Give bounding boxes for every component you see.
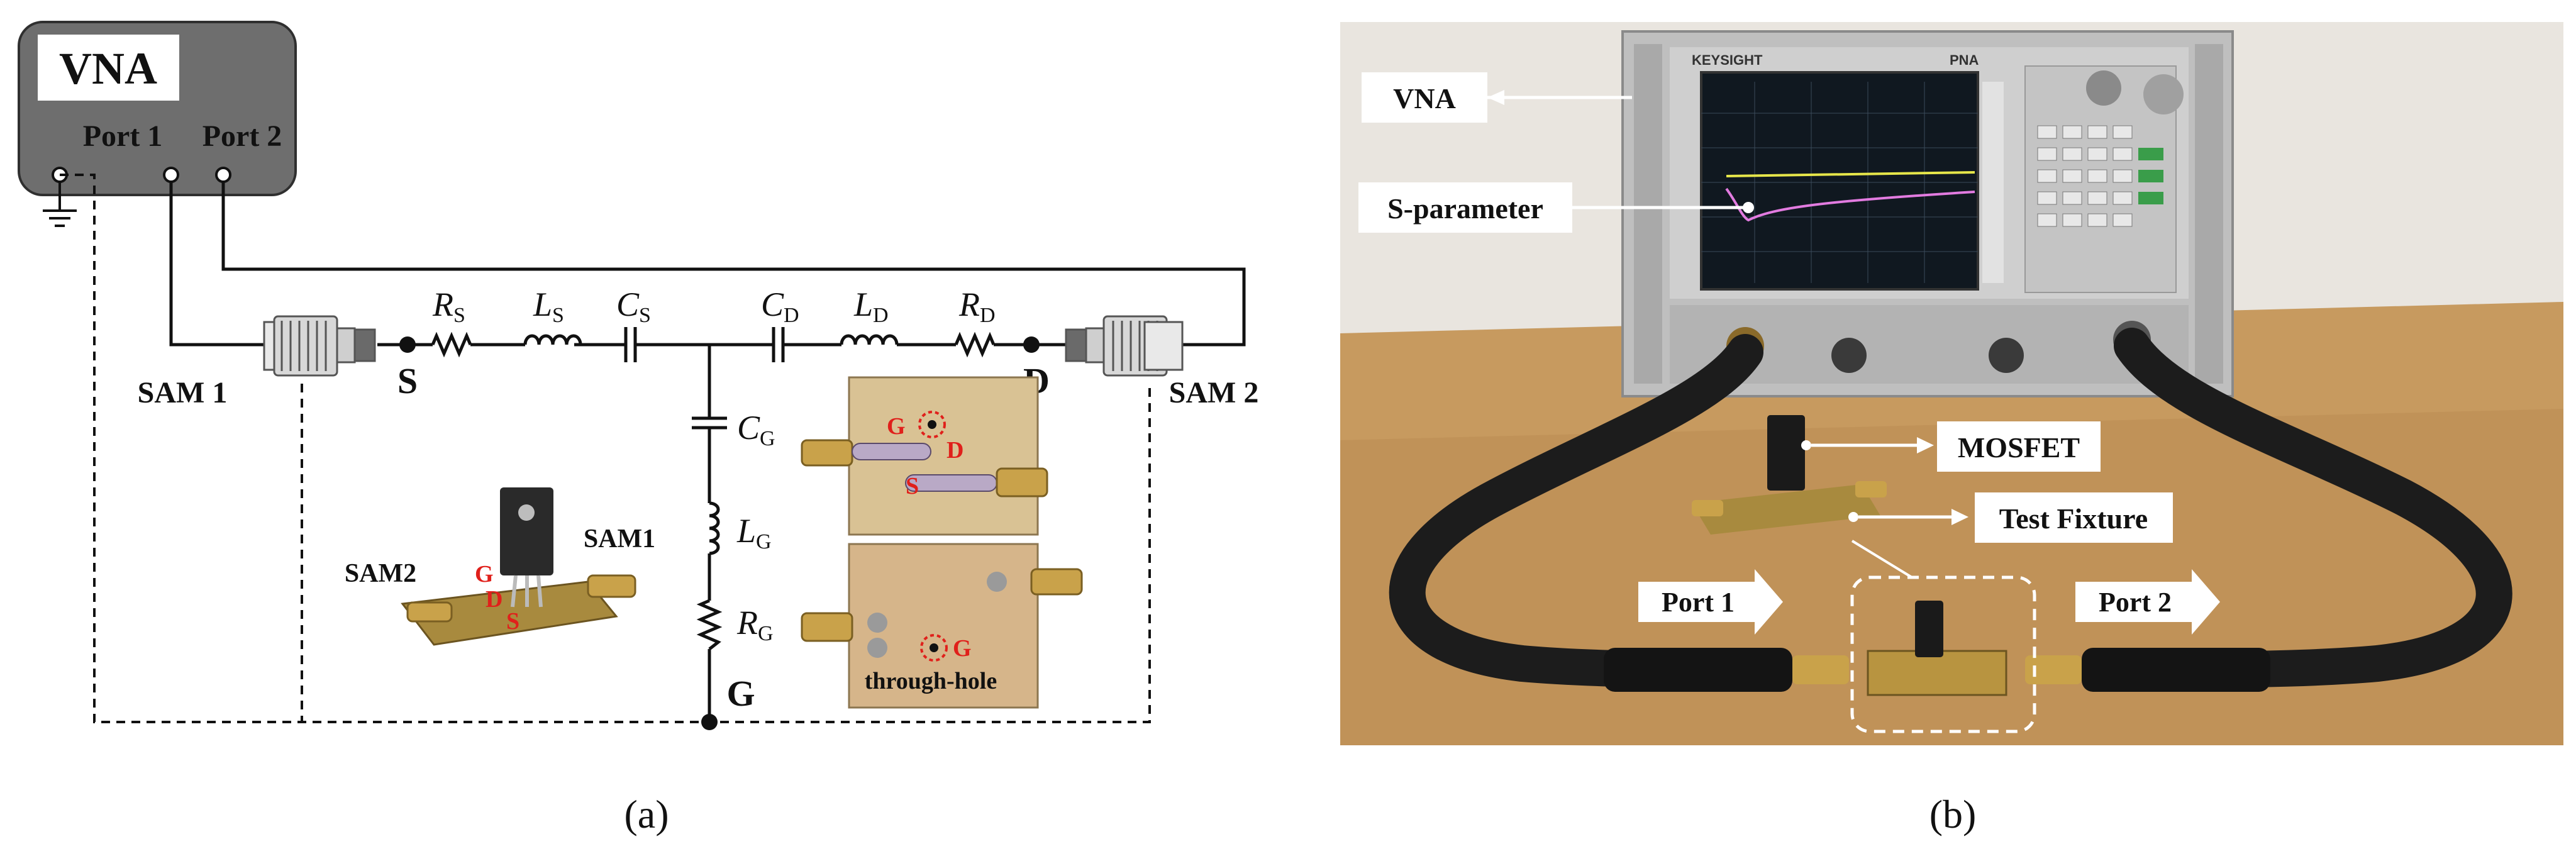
callout-port2-text: Port 2 [2099, 587, 2172, 618]
callout-port2: Port 2 [2075, 569, 2220, 635]
panel-a: VNA Port 1 Port 2 [18, 21, 1259, 836]
fixture-pin-d: D [486, 586, 502, 613]
caption-a: (a) [624, 792, 669, 836]
through-hole-label: through-hole [865, 668, 997, 694]
fixture-pin-s: S [506, 608, 519, 635]
pcb-top-pin-d: D [947, 437, 963, 464]
ls-label: LS [533, 286, 564, 327]
caption-b: (b) [1929, 792, 1977, 836]
ld-label: LD [853, 286, 889, 327]
vna-port2-label: Port 2 [203, 119, 282, 153]
cable-port2 [2114, 328, 2512, 688]
ld-inductor-icon [840, 334, 956, 347]
sma-adapter-left [263, 315, 376, 377]
vna-title: VNA [59, 43, 157, 94]
signal-wires [169, 182, 1246, 720]
cd-capacitor-icon [772, 327, 841, 362]
cs-label: CS [616, 286, 651, 327]
vna-port1-terminal [163, 167, 179, 183]
highlight-pointer [1851, 540, 1913, 579]
mosfet-fixture-photo [1692, 415, 1887, 535]
connector-port2 [2082, 648, 2270, 692]
fixture-pin-g: G [475, 561, 494, 587]
vna-screen [1700, 71, 1979, 291]
gate-terminal-label: G [726, 673, 755, 714]
vna-port1-label: Port 1 [83, 119, 163, 153]
pcb-bottom-pin-g: G [953, 635, 972, 662]
pcb-bottom-view [801, 543, 1083, 709]
source-terminal-label: S [397, 360, 418, 401]
pcb-top-pin-g: G [887, 413, 906, 440]
fixture-sam1-label: SAM1 [584, 525, 655, 553]
rd-label: RD [958, 286, 996, 327]
callout-mosfet-text: MOSFET [1958, 431, 2080, 464]
rs-label: RS [432, 286, 465, 327]
vna-box: VNA Port 1 Port 2 [18, 21, 297, 196]
cs-capacitor-icon [624, 327, 774, 362]
rg-resistor-icon [696, 599, 723, 650]
cg-capacitor-icon [692, 416, 727, 435]
pcb-top-pin-s: S [906, 473, 919, 499]
instrument-brand: KEYSIGHT [1692, 52, 1763, 68]
cd-label: CD [761, 286, 799, 327]
callout-port1-text: Port 1 [1662, 587, 1735, 618]
callout-vna: VNA [1362, 72, 1632, 123]
rs-resistor-icon [408, 331, 525, 358]
instrument-model: PNA [1950, 52, 1979, 68]
fixture-photo [401, 487, 636, 646]
rg-label: RG [736, 604, 774, 645]
fixture-highlight-box [1850, 575, 2036, 733]
callout-port1: Port 1 [1638, 569, 1783, 635]
vna-port2-terminal [215, 167, 231, 183]
lg-inductor-icon [709, 501, 720, 555]
gate-node [701, 714, 718, 730]
pcb-top-view [801, 376, 1048, 536]
sam2-label: SAM 2 [1169, 376, 1259, 409]
callout-test-fixture: Test Fixture [1848, 492, 2173, 543]
rd-resistor-icon [954, 331, 1031, 358]
callout-sparameter: S-parameter [1358, 182, 1754, 233]
vna-instrument: KEYSIGHT PNA [1621, 30, 2234, 397]
sma-adapter-right [1065, 315, 1184, 377]
callout-test-fixture-text: Test Fixture [1999, 503, 2148, 535]
ground-return-dashed [60, 174, 1151, 723]
panel-b: KEYSIGHT PNA [1340, 22, 2563, 836]
cable-port1 [1389, 334, 1763, 688]
callout-mosfet: MOSFET [1801, 421, 2101, 472]
callout-vna-text: VNA [1393, 82, 1456, 114]
ground-icon [43, 182, 77, 227]
lg-label: LG [736, 512, 772, 553]
fixture-sam2-label: SAM2 [345, 559, 416, 588]
ls-inductor-icon [523, 334, 626, 347]
callout-sparameter-text: S-parameter [1387, 192, 1543, 225]
connector-port1 [1604, 648, 1792, 692]
cg-label: CG [737, 409, 775, 450]
sam1-label: SAM 1 [138, 376, 228, 409]
